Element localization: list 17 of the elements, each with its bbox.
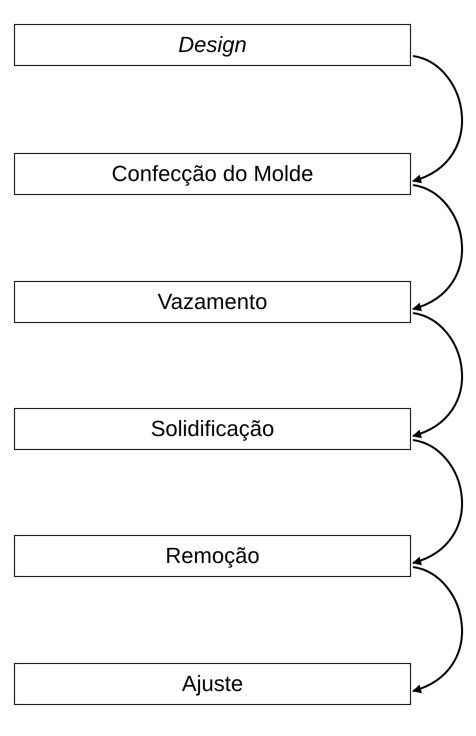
curved-arrow — [412, 566, 463, 692]
process-box — [14, 408, 411, 450]
step-label: Vazamento — [158, 289, 268, 315]
step-label: Ajuste — [182, 671, 244, 697]
curved-arrow — [412, 184, 463, 310]
curved-arrow — [412, 312, 463, 438]
step-label: Solidificação — [150, 416, 274, 442]
step-label: Confecção do Molde — [112, 161, 314, 187]
step-label: Design — [178, 32, 247, 58]
step-label: Remoção — [165, 543, 260, 569]
curved-arrow — [412, 55, 463, 182]
process-box — [14, 663, 411, 705]
process-box — [14, 535, 411, 577]
process-box — [14, 24, 411, 66]
curved-arrow — [412, 439, 463, 564]
process-box — [14, 281, 411, 323]
process-box — [14, 153, 411, 195]
